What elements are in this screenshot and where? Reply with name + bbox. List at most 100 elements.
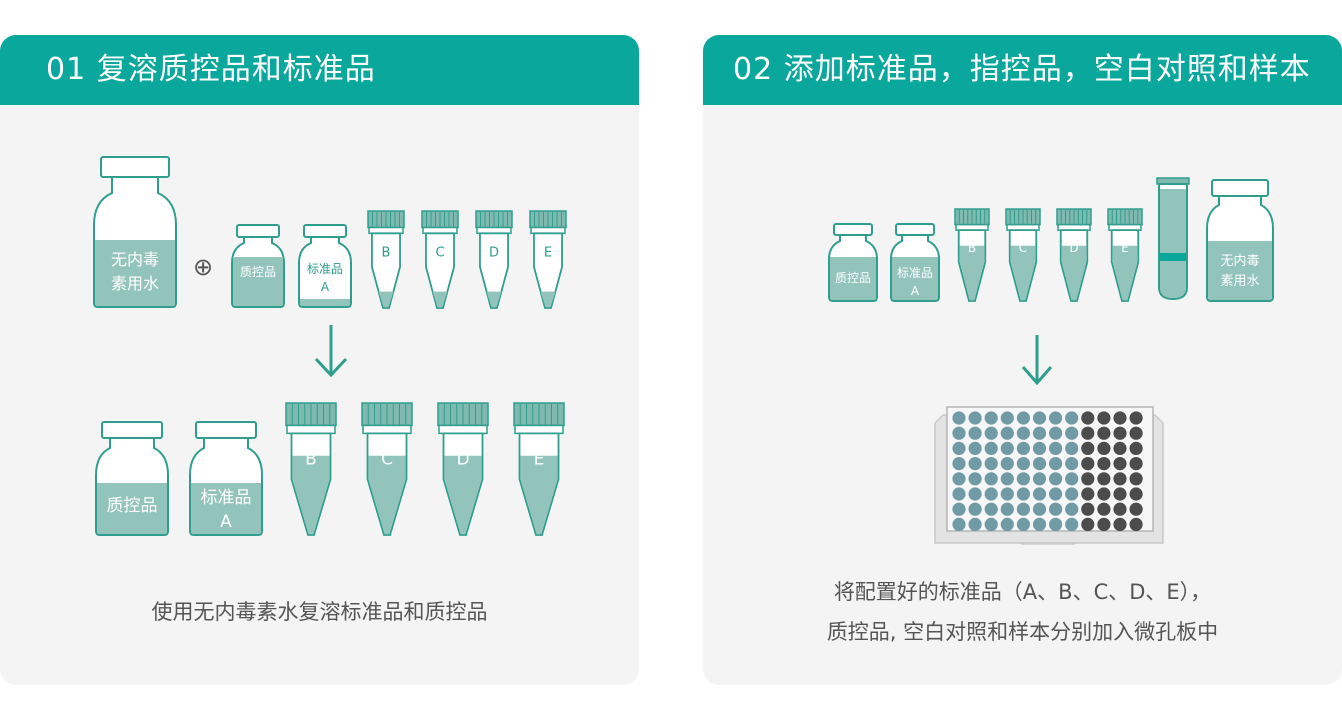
well	[952, 426, 966, 440]
microplate-wells	[952, 411, 1143, 531]
step2-title: 02 添加标准品，指控品，空白对照和样本	[703, 35, 1342, 105]
tube-d-small: D	[475, 210, 513, 309]
well	[952, 441, 966, 455]
well	[1129, 441, 1143, 455]
well	[1097, 502, 1111, 516]
well	[984, 517, 998, 531]
well	[984, 502, 998, 516]
well	[1081, 517, 1095, 531]
well	[1016, 411, 1030, 425]
qc-vial: 质控品	[828, 223, 878, 302]
standard-vial-large: 标准品 A	[189, 421, 263, 536]
well	[1129, 411, 1143, 425]
tube-label: B	[382, 245, 391, 260]
well	[1032, 517, 1047, 531]
well	[968, 517, 982, 531]
standard-vial: 标准品 A	[890, 223, 940, 302]
well	[1065, 441, 1079, 455]
well	[952, 502, 966, 516]
qc-vial-label: 质控品	[835, 271, 871, 285]
tube-e-large: E	[513, 402, 565, 536]
standard-vial-small-label-1: 标准品	[307, 262, 343, 276]
well	[1000, 441, 1014, 455]
well	[1049, 472, 1063, 486]
well	[1049, 502, 1063, 516]
tube-label: C	[1019, 241, 1027, 255]
well	[1113, 411, 1127, 425]
well	[1032, 411, 1047, 425]
well	[1016, 502, 1030, 516]
well	[1097, 441, 1111, 455]
qc-vial-large-label: 质控品	[107, 496, 158, 516]
well	[1049, 487, 1063, 501]
standard-vial-large-label-2: A	[220, 512, 232, 532]
tube-b-small: B	[367, 210, 405, 309]
well	[1097, 517, 1111, 531]
well	[984, 426, 998, 440]
well	[1097, 426, 1111, 440]
well	[952, 457, 966, 471]
step2-caption-line2: 质控品, 空白对照和样本分别加入微孔板中	[826, 620, 1219, 644]
well	[1016, 517, 1030, 531]
well	[1081, 487, 1095, 501]
well	[1129, 457, 1143, 471]
well	[968, 457, 982, 471]
water-bottle: 无内毒 素用水	[1206, 179, 1274, 302]
well	[984, 411, 998, 425]
tube-c-small: C	[421, 210, 459, 309]
well	[1081, 411, 1095, 425]
well	[1129, 487, 1143, 501]
water-bottle-label-2: 素用水	[111, 274, 159, 293]
well	[968, 441, 982, 455]
well	[1081, 502, 1095, 516]
tube-label: C	[381, 449, 393, 469]
tube-label: B	[968, 241, 976, 255]
tube-b-large: B	[285, 402, 337, 536]
test-tube	[1156, 177, 1190, 301]
well	[1000, 517, 1014, 531]
well	[968, 426, 982, 440]
standard-vial-label-2: A	[911, 284, 920, 298]
well	[968, 411, 982, 425]
well	[1081, 441, 1095, 455]
well	[1049, 411, 1063, 425]
well	[1081, 472, 1095, 486]
qc-vial-small-label: 质控品	[240, 265, 276, 279]
qc-vial-small: 质控品	[231, 224, 285, 308]
standard-vial-large-label-1: 标准品	[201, 488, 252, 508]
well	[1016, 426, 1030, 440]
tube-b: B	[954, 208, 990, 302]
well	[1065, 426, 1079, 440]
well	[1032, 472, 1047, 486]
well	[1065, 487, 1079, 501]
standard-vial-small: 标准品 A	[298, 224, 352, 308]
water-bottle-label-1: 无内毒	[111, 250, 159, 269]
arrow-down-icon	[1021, 335, 1053, 386]
well	[1032, 426, 1047, 440]
well	[1049, 457, 1063, 471]
water-bottle: 无内毒 素用水	[93, 156, 177, 308]
tube-label: C	[435, 245, 444, 260]
well	[1097, 487, 1111, 501]
well	[1000, 411, 1014, 425]
well	[1129, 517, 1143, 531]
well	[1032, 457, 1047, 471]
well	[1113, 457, 1127, 471]
well	[968, 487, 982, 501]
well	[1097, 472, 1111, 486]
step2-caption-line1: 将配置好的标准品（A、B、C、D、E），	[833, 580, 1212, 604]
standard-vial-small-label-2: A	[321, 280, 330, 294]
plus-icon: ⊕	[193, 253, 213, 281]
well	[1097, 411, 1111, 425]
water-bottle-label-1: 无内毒	[1220, 253, 1259, 269]
well	[1049, 426, 1063, 440]
well	[984, 487, 998, 501]
well	[984, 441, 998, 455]
qc-vial-large: 质控品	[95, 421, 169, 536]
well	[1032, 441, 1047, 455]
tube-label: B	[305, 449, 317, 469]
tube-e-small: E	[529, 210, 567, 309]
well	[1000, 472, 1014, 486]
